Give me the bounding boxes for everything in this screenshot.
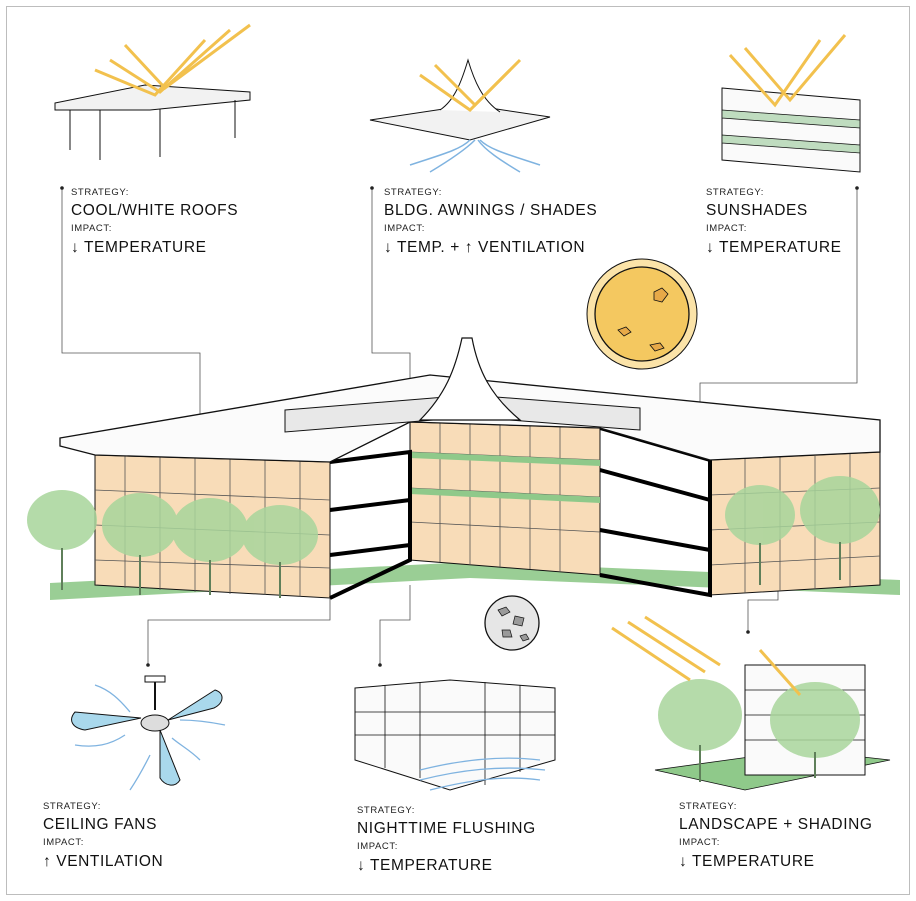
impact-caption: IMPACT: <box>706 223 747 234</box>
impact-caption: IMPACT: <box>43 837 84 848</box>
strategy-title: BLDG. AWNINGS / SHADES <box>384 201 598 219</box>
moon-icon <box>484 595 540 651</box>
ground-lawn <box>50 562 900 600</box>
strategy-caption: STRATEGY: <box>71 187 130 198</box>
main-building <box>27 337 900 600</box>
impact-value: ↓ TEMPERATURE <box>357 856 493 874</box>
ceiling-fan-icon <box>71 675 226 791</box>
strategy-label-awnings: STRATEGY: BLDG. AWNINGS / SHADES IMPACT:… <box>384 188 597 255</box>
sun-icon <box>586 258 698 370</box>
sunshade-vignette <box>721 34 861 173</box>
impact-value: ↑ VENTILATION <box>43 852 164 870</box>
impact-caption: IMPACT: <box>384 223 425 234</box>
landscape-vignette <box>611 615 891 791</box>
strategy-label-landscape-shading: STRATEGY: LANDSCAPE + SHADING IMPACT: ↓ … <box>679 802 873 869</box>
impact-value: ↓ TEMP. + ↑ VENTILATION <box>384 238 586 256</box>
night-flushing-vignette <box>354 679 556 791</box>
strategy-caption: STRATEGY: <box>43 801 102 812</box>
strategy-label-cool-roofs: STRATEGY: COOL/WHITE ROOFS IMPACT: ↓ TEM… <box>71 188 238 255</box>
strategy-caption: STRATEGY: <box>357 805 416 816</box>
impact-caption: IMPACT: <box>71 223 112 234</box>
strategy-label-nighttime-flushing: STRATEGY: NIGHTTIME FLUSHING IMPACT: ↓ T… <box>357 806 536 873</box>
diagram-frame <box>6 6 910 895</box>
strategy-caption: STRATEGY: <box>706 187 765 198</box>
impact-caption: IMPACT: <box>357 841 398 852</box>
sun-ray-icon <box>94 23 251 97</box>
awning-vignette <box>369 58 551 173</box>
strategy-title: LANDSCAPE + SHADING <box>679 815 873 833</box>
cool-roof-vignette <box>54 23 251 160</box>
strategy-title: COOL/WHITE ROOFS <box>71 201 239 219</box>
strategy-label-sunshades: STRATEGY: SUNSHADES IMPACT: ↓ TEMPERATUR… <box>706 188 842 255</box>
strategy-title: CEILING FANS <box>43 815 158 833</box>
impact-value: ↓ TEMPERATURE <box>679 852 815 870</box>
strategy-title: SUNSHADES <box>706 201 808 219</box>
strategy-label-ceiling-fans: STRATEGY: CEILING FANS IMPACT: ↑ VENTILA… <box>43 802 163 869</box>
strategy-title: NIGHTTIME FLUSHING <box>357 819 536 837</box>
impact-caption: IMPACT: <box>679 837 720 848</box>
impact-value: ↓ TEMPERATURE <box>706 238 842 256</box>
impact-value: ↓ TEMPERATURE <box>71 238 207 256</box>
strategy-caption: STRATEGY: <box>679 801 738 812</box>
strategy-caption: STRATEGY: <box>384 187 443 198</box>
air-flow-icon <box>409 139 541 173</box>
tree-icon <box>27 476 880 565</box>
